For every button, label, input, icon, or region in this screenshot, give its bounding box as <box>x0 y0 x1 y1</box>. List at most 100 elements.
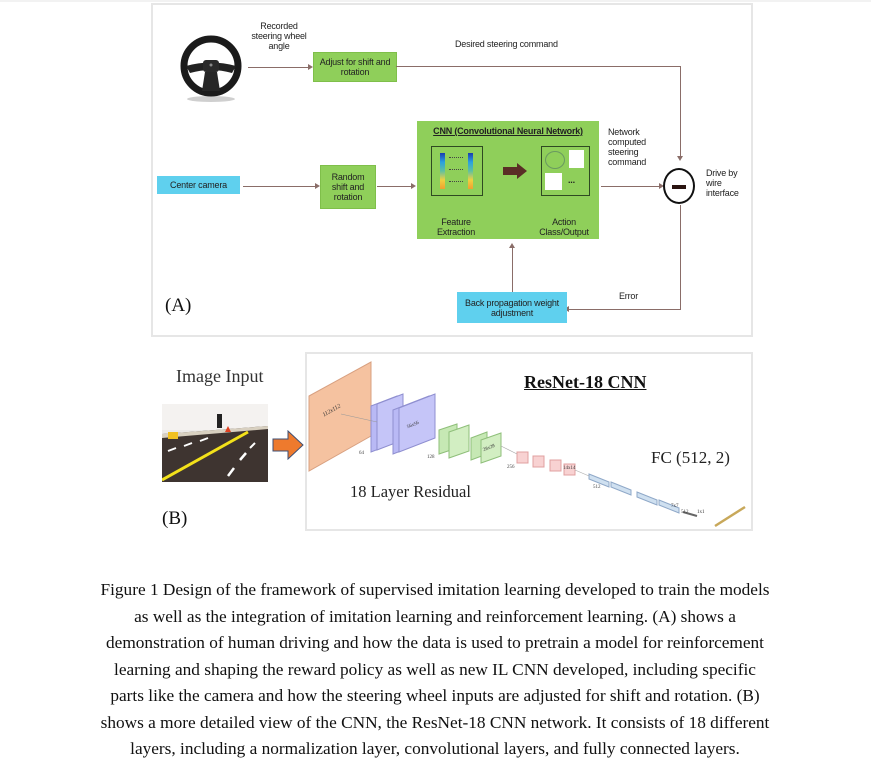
random-shift-line: Random <box>331 172 365 182</box>
desired-command-label: Desired steering command <box>455 39 558 49</box>
error-label: Error <box>619 291 638 301</box>
drive-label-line: Drive by <box>706 168 738 178</box>
dim-label-7: 7x7 <box>671 504 679 509</box>
center-camera-box: Center camera <box>157 176 240 194</box>
network-computed-label: Network computed steering command <box>608 127 646 167</box>
connector-line <box>377 186 411 187</box>
resnet-title: ResNet-18 CNN <box>524 372 647 392</box>
minus-icon <box>672 185 686 189</box>
arrow-head <box>659 183 664 189</box>
network-label-line: command <box>608 157 647 167</box>
channel-label-512-b: 512 <box>681 510 689 515</box>
dotted-link <box>449 157 463 158</box>
recorded-angle-line: Recorded <box>260 21 298 31</box>
adjust-shift-rotation-box: Adjust for shift and rotation <box>313 52 397 82</box>
road-image <box>162 404 268 482</box>
channel-label-64: 64 <box>359 451 364 456</box>
layer-conv256-c <box>549 459 562 472</box>
caption-line: layers, including a normalization layer,… <box>130 739 740 758</box>
network-label-line: Network <box>608 127 640 137</box>
caption-line: shows a more detailed view of the CNN, t… <box>100 712 770 732</box>
channel-label-128: 128 <box>427 455 435 460</box>
steering-wheel-icon <box>180 35 242 102</box>
process-arrow-icon <box>503 163 527 179</box>
desired-command-line <box>396 66 681 67</box>
backprop-line: Back propagation weight <box>465 297 559 308</box>
caption-line: learning and shaping the reward policy a… <box>114 659 756 679</box>
adjust-box-line: rotation <box>340 67 370 77</box>
summing-junction <box>663 168 695 204</box>
action-class-label: Action Class/Output <box>531 217 597 237</box>
backprop-line: adjustment <box>490 307 534 318</box>
dotted-link <box>449 181 463 182</box>
resnet-layers <box>308 361 746 528</box>
random-shift-line: shift and <box>331 182 365 192</box>
page-top-edge <box>0 0 871 2</box>
drive-by-wire-label: Drive by wire interface <box>706 168 739 198</box>
network-label-line: steering <box>608 147 639 157</box>
feature-extraction-label: Feature Extraction <box>431 217 481 237</box>
layer-conv256-a <box>516 451 529 464</box>
image-input-label: Image Input <box>176 366 264 386</box>
arrow-head <box>411 183 416 189</box>
panel-a-diagram: Recorded steering wheel angle Adjust for… <box>151 3 753 337</box>
ellipsis-label: ... <box>568 175 575 185</box>
fc-label: FC (512, 2) <box>651 448 730 467</box>
channel-label-512: 512 <box>593 485 601 490</box>
action-label-line: Action <box>552 217 576 227</box>
layer-conv512-d <box>658 499 680 514</box>
resnet-diagram-frame: 112x112 56x56 28x28 14x14 7x7 1x1 64 128… <box>305 352 753 531</box>
feature-map-bar <box>440 153 445 189</box>
action-label-line: Class/Output <box>539 227 589 237</box>
layer-conv64-d <box>398 393 436 453</box>
residual-label: 18 Layer Residual <box>350 482 471 501</box>
network-label-line: computed <box>608 137 646 147</box>
arrow-head <box>509 243 515 248</box>
recorded-angle-line: angle <box>268 41 290 51</box>
error-line-down <box>680 205 681 309</box>
random-shift-rotation-box: Random shift and rotation <box>320 165 376 209</box>
caption-line: as well as the integration of imitation … <box>134 606 736 626</box>
layer-conv512-c <box>636 491 658 506</box>
feature-map-bar <box>468 153 473 189</box>
layer-fc <box>714 505 746 528</box>
dim-label-1: 1x1 <box>697 510 705 515</box>
layer-pool <box>682 511 698 517</box>
layer-conv128-b <box>448 424 470 459</box>
caption-line: Figure 1 Design of the framework of supe… <box>100 580 770 599</box>
dim-label-14: 14x14 <box>563 466 576 471</box>
figure-caption: Figure 1 Design of the framework of supe… <box>40 577 830 763</box>
panel-a-label: (A) <box>165 295 192 316</box>
drive-label-line: interface <box>706 188 739 198</box>
panel-b-label: (B) <box>162 508 188 529</box>
layer-conv128-d <box>480 432 502 464</box>
channel-label-256: 256 <box>507 465 515 470</box>
action-class-frame: ... <box>541 146 590 196</box>
feature-extraction-frame <box>431 146 483 196</box>
backprop-line-up <box>512 248 513 292</box>
scatter-plot-icon <box>569 150 584 168</box>
tree-plot-icon <box>545 173 562 190</box>
layer-conv256-d <box>563 463 576 476</box>
caption-line: parts like the camera and how the steeri… <box>110 686 760 705</box>
cluster-plot-icon <box>545 151 565 169</box>
error-line <box>568 309 681 310</box>
feature-label-line: Feature <box>441 217 471 227</box>
input-arrow-icon <box>272 430 304 460</box>
connector-line <box>243 186 315 187</box>
arrow-head <box>315 183 320 189</box>
desired-command-line-down <box>680 66 681 158</box>
layer-conv512-a <box>588 473 610 488</box>
layer-conv256-b <box>532 455 545 468</box>
feature-label-line: Extraction <box>436 227 476 237</box>
dotted-link <box>449 169 463 170</box>
arrow-head <box>308 64 313 70</box>
recorded-angle-label: Recorded steering wheel angle <box>249 21 309 51</box>
drive-label-line: wire <box>706 178 722 188</box>
backprop-box: Back propagation weight adjustment <box>457 292 567 323</box>
connector-line <box>601 186 659 187</box>
connector-line <box>248 67 308 68</box>
caption-line: demonstration of human driving and how t… <box>106 633 764 652</box>
cnn-box: CNN (Convolutional Neural Network) ... F… <box>417 121 599 239</box>
arrow-head <box>677 156 683 161</box>
